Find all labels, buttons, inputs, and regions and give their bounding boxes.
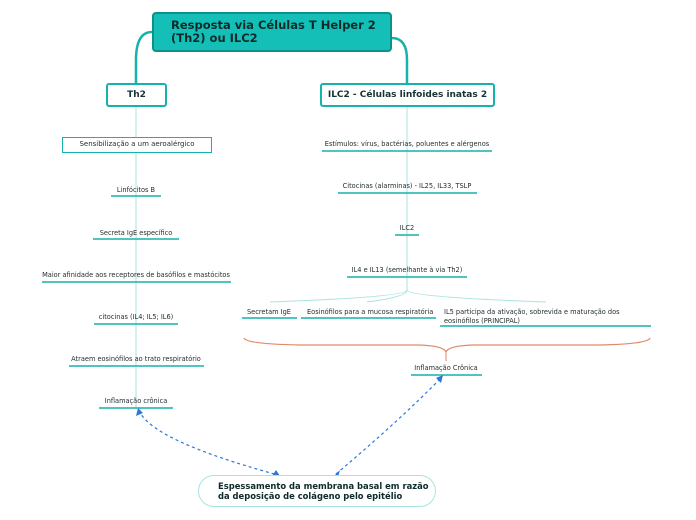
ilc2-label: ILC2 - Células linfoides inatas 2 — [327, 90, 488, 100]
ilc2-topic[interactable]: ILC2 - Células linfoides inatas 2 — [320, 83, 495, 107]
root-topic[interactable]: Resposta via Células T Helper 2 (Th2) ou… — [152, 12, 392, 52]
ilc2-step-ilc2[interactable]: ILC2 — [399, 224, 415, 232]
ilc2-effect-ige[interactable]: Secretam IgE — [247, 308, 291, 316]
root-title-line1: Resposta via Células T Helper 2 — [171, 18, 376, 32]
th2-step-receptores[interactable]: Maior afinidade aos receptores de basófi… — [42, 271, 230, 279]
th2-step-citocinas[interactable]: citocinas (IL4; IL5; IL6) — [98, 313, 174, 321]
th2-step-inflamacao[interactable]: Inflamação crônica — [104, 397, 168, 405]
ilc2-effect-il5[interactable]: IL5 participa da ativação, sobrevida e m… — [444, 308, 620, 326]
th2-sensitization-label: Sensibilização a um aeroalérgico — [79, 140, 195, 148]
th2-label: Th2 — [127, 90, 146, 100]
ilc2-effect-il5-line1: IL5 participa da ativação, sobrevida e m… — [444, 308, 620, 316]
ilc2-step-alarminas[interactable]: Citocinas (alarminas) - IL25, IL33, TSLP — [342, 182, 472, 190]
ilc2-step-il4-il13[interactable]: IL4 e IL13 (semelhante à via Th2) — [351, 266, 463, 274]
th2-topic[interactable]: Th2 — [106, 83, 167, 107]
bottom-line1: Espessamento da membrana basal em razão — [218, 481, 429, 491]
th2-step-eosinofilos[interactable]: Atraem eosinófilos ao trato respiratório — [71, 355, 201, 363]
ilc2-step-estimulos[interactable]: Estímulos: vírus, bactérias, poluentes e… — [324, 140, 490, 148]
bottom-line2: da deposição de colágeno pelo epitélio — [218, 491, 403, 501]
th2-sensitization-box[interactable]: Sensibilização a um aeroalérgico — [62, 137, 212, 153]
th2-step-ige[interactable]: Secreta IgE específico — [99, 229, 173, 237]
ilc2-effect-il5-line2: eosinófilos (PRINCIPAL) — [444, 317, 520, 325]
ilc2-result-inflamacao[interactable]: Inflamação Crônica — [414, 364, 478, 372]
bottom-topic-espessamento[interactable]: Espessamento da membrana basal em razão … — [198, 475, 436, 507]
root-title-line2: (Th2) ou ILC2 — [171, 31, 258, 45]
ilc2-effect-eosinofilos[interactable]: Eosinófilos para a mucosa respiratória — [307, 308, 434, 316]
th2-step-linfocitos[interactable]: Linfócitos B — [116, 186, 156, 194]
